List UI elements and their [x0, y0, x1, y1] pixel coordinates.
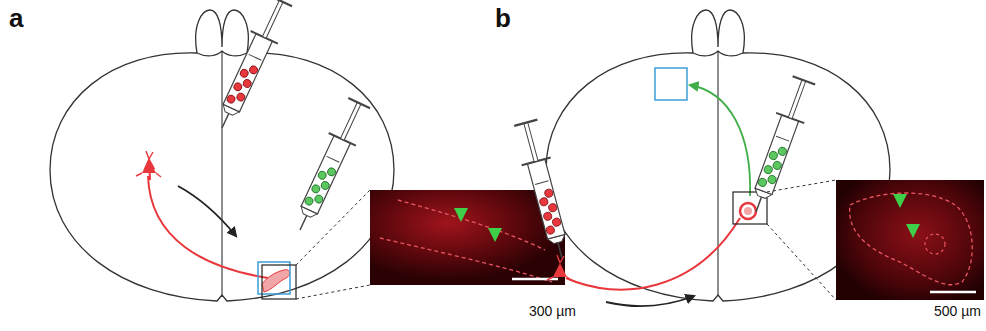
panel-letter: b: [494, 4, 512, 33]
scale-label: 300 µm: [528, 304, 577, 319]
panel-letter: a: [8, 4, 24, 33]
scale-label: 500 µm: [933, 304, 982, 319]
